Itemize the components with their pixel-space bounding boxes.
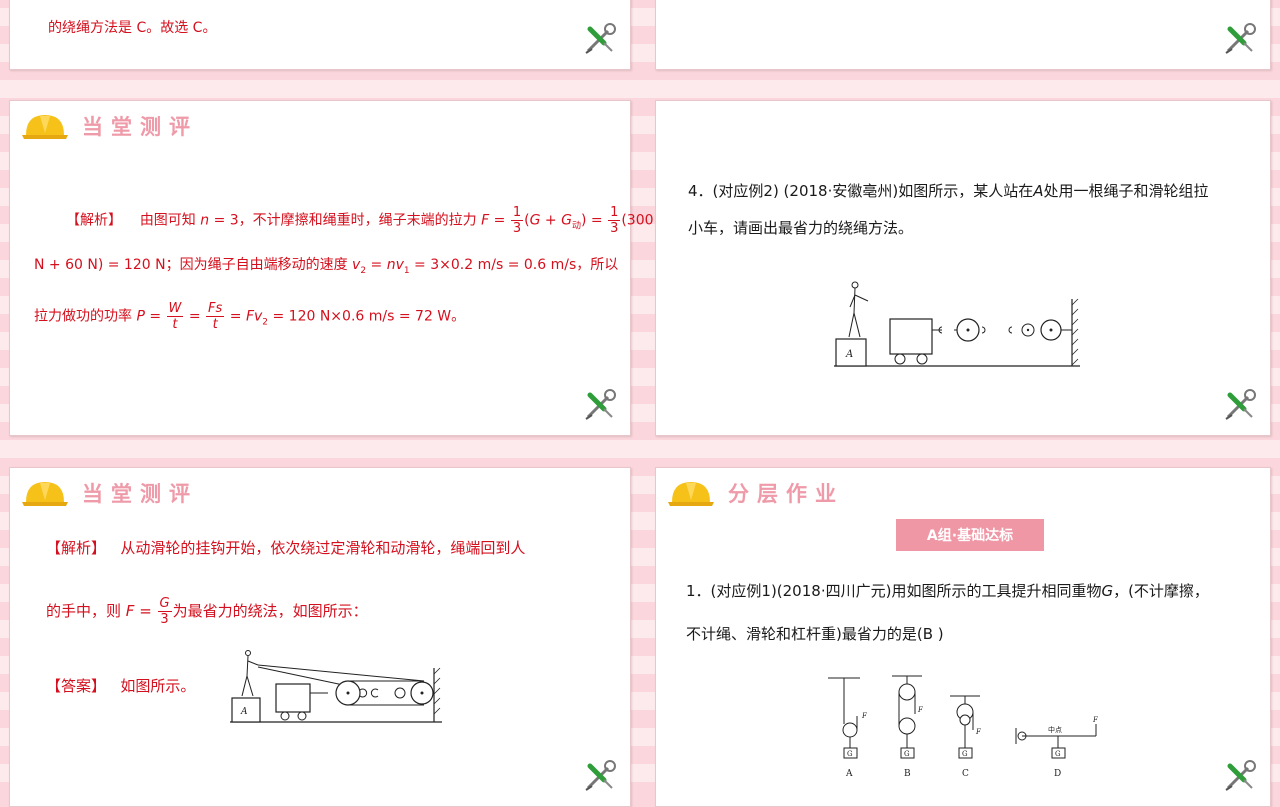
slide-heading: 当堂测评	[20, 478, 198, 508]
heading-title: 当堂测评	[82, 115, 198, 139]
analysis-line-1: 【解析】 从动滑轮的挂钩开始，依次绕过定滑轮和动滑轮，绳端回到人	[46, 539, 526, 557]
svg-text:中点: 中点	[1048, 725, 1062, 734]
svg-text:G: G	[904, 750, 910, 758]
svg-text:F: F	[917, 706, 924, 714]
slide-heading: 当堂测评	[20, 111, 198, 141]
slide-5: 当堂测评 【解析】 从动滑轮的挂钩开始，依次绕过定滑轮和动滑轮，绳端回到人 的手…	[9, 467, 631, 807]
slide-2	[655, 0, 1271, 70]
svg-text:A: A	[240, 707, 248, 717]
tools-icon	[1225, 389, 1256, 420]
svg-text:F: F	[861, 712, 868, 720]
svg-text:G: G	[962, 750, 968, 758]
svg-text:A: A	[845, 769, 853, 779]
tools-icon	[585, 23, 616, 54]
question-1-line-2: 不计绳、滑轮和杠杆重)最省力的是(B )	[686, 625, 944, 643]
slide-heading: 分层作业	[666, 478, 844, 508]
slide-3: 当堂测评 【解析】 由图可知 n = 3，不计摩擦和绳重时，绳子末端的拉力 F …	[9, 100, 654, 436]
tools-icon	[585, 389, 616, 420]
slide-6: 分层作业 A组·基础达标 1．(对应例1)(2018·四川广元)用如图所示的工具…	[655, 467, 1271, 807]
hard-hat-icon	[668, 482, 714, 506]
slide-1: 的绕绳方法是 C。故选 C。	[9, 0, 631, 70]
svg-text:A: A	[845, 349, 853, 360]
tools-icon	[1225, 23, 1256, 54]
question-4-line-1: 4．(对应例2) (2018·安徽亳州)如图所示，某人站在A处用一根绳子和滑轮组…	[688, 182, 1209, 200]
group-badge: A组·基础达标	[896, 519, 1044, 551]
analysis-line-2: N + 60 N) = 120 N；因为绳子自由端移动的速度 v2 = nv1 …	[34, 257, 619, 276]
lifting-tools-figure: F F F F G G G G 中点 A B C D	[828, 675, 1099, 779]
hard-hat-icon	[22, 115, 68, 139]
svg-text:G: G	[1055, 750, 1061, 758]
slide-1-text: 的绕绳方法是 C。故选 C。	[48, 20, 217, 36]
answer-choice: B	[922, 625, 934, 643]
answer-line: 【答案】 如图所示。	[46, 677, 196, 695]
pulley-cart-figure: A	[834, 281, 1080, 367]
svg-text:B: B	[904, 769, 911, 779]
svg-text:F: F	[1092, 716, 1099, 724]
question-4-line-2: 小车，请画出最省力的绕绳方法。	[688, 219, 914, 237]
svg-text:D: D	[1054, 769, 1061, 779]
svg-text:C: C	[962, 769, 969, 779]
answer-pulley-figure: A	[230, 650, 442, 723]
heading-title: 当堂测评	[82, 482, 198, 506]
svg-text:G: G	[847, 750, 853, 758]
slide-4: 4．(对应例2) (2018·安徽亳州)如图所示，某人站在A处用一根绳子和滑轮组…	[655, 100, 1271, 436]
svg-text:F: F	[975, 728, 982, 736]
question-1-line-1: 1．(对应例1)(2018·四川广元)用如图所示的工具提升相同重物G，(不计摩擦…	[686, 582, 1209, 600]
tools-icon	[1225, 760, 1256, 791]
hard-hat-icon	[22, 482, 68, 506]
tools-icon	[585, 760, 616, 791]
heading-title: 分层作业	[728, 482, 844, 506]
